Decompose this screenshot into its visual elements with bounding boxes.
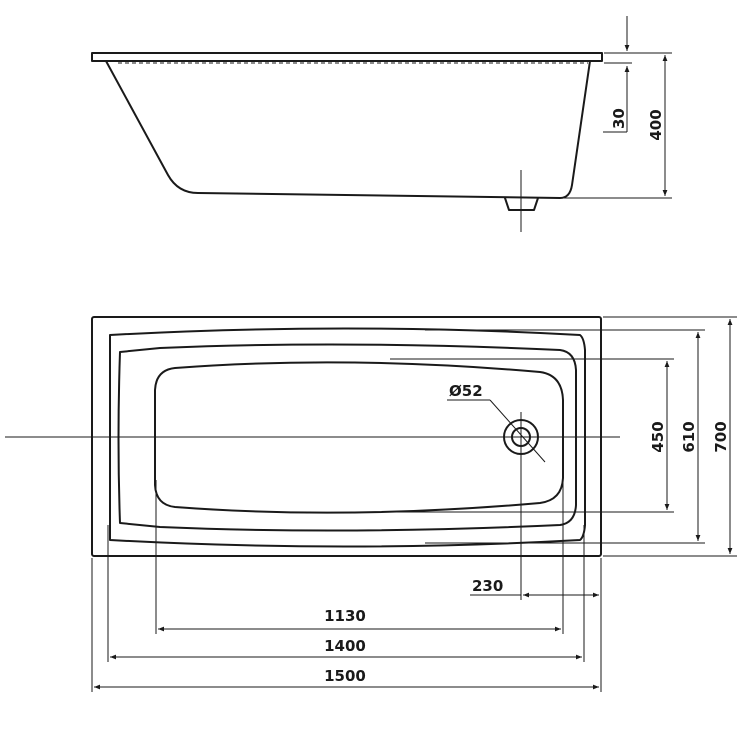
top-inner-contour-1 [109,327,586,548]
dim-30-label: 30 [610,108,628,129]
top-inner-contour-2 [117,343,577,532]
dim-1130-label: 1130 [324,607,366,625]
side-rim [91,52,603,62]
dim-450-label: 450 [649,421,667,452]
drain-leader [489,399,546,463]
top-bottom-area [154,361,564,514]
dim-230-label: 230 [472,577,503,595]
dim-700-label: 700 [712,421,730,452]
side-view: 30 400 [91,16,672,232]
dim-400-label: 400 [647,109,665,140]
side-body [105,60,591,199]
dim-610-label: 610 [680,421,698,452]
dim-1400-label: 1400 [324,637,366,655]
dim-1500-label: 1500 [324,667,366,685]
top-view: Ø52 450 610 700 230 1130 1400 [5,316,737,692]
dim-drain-label: Ø52 [449,382,483,400]
